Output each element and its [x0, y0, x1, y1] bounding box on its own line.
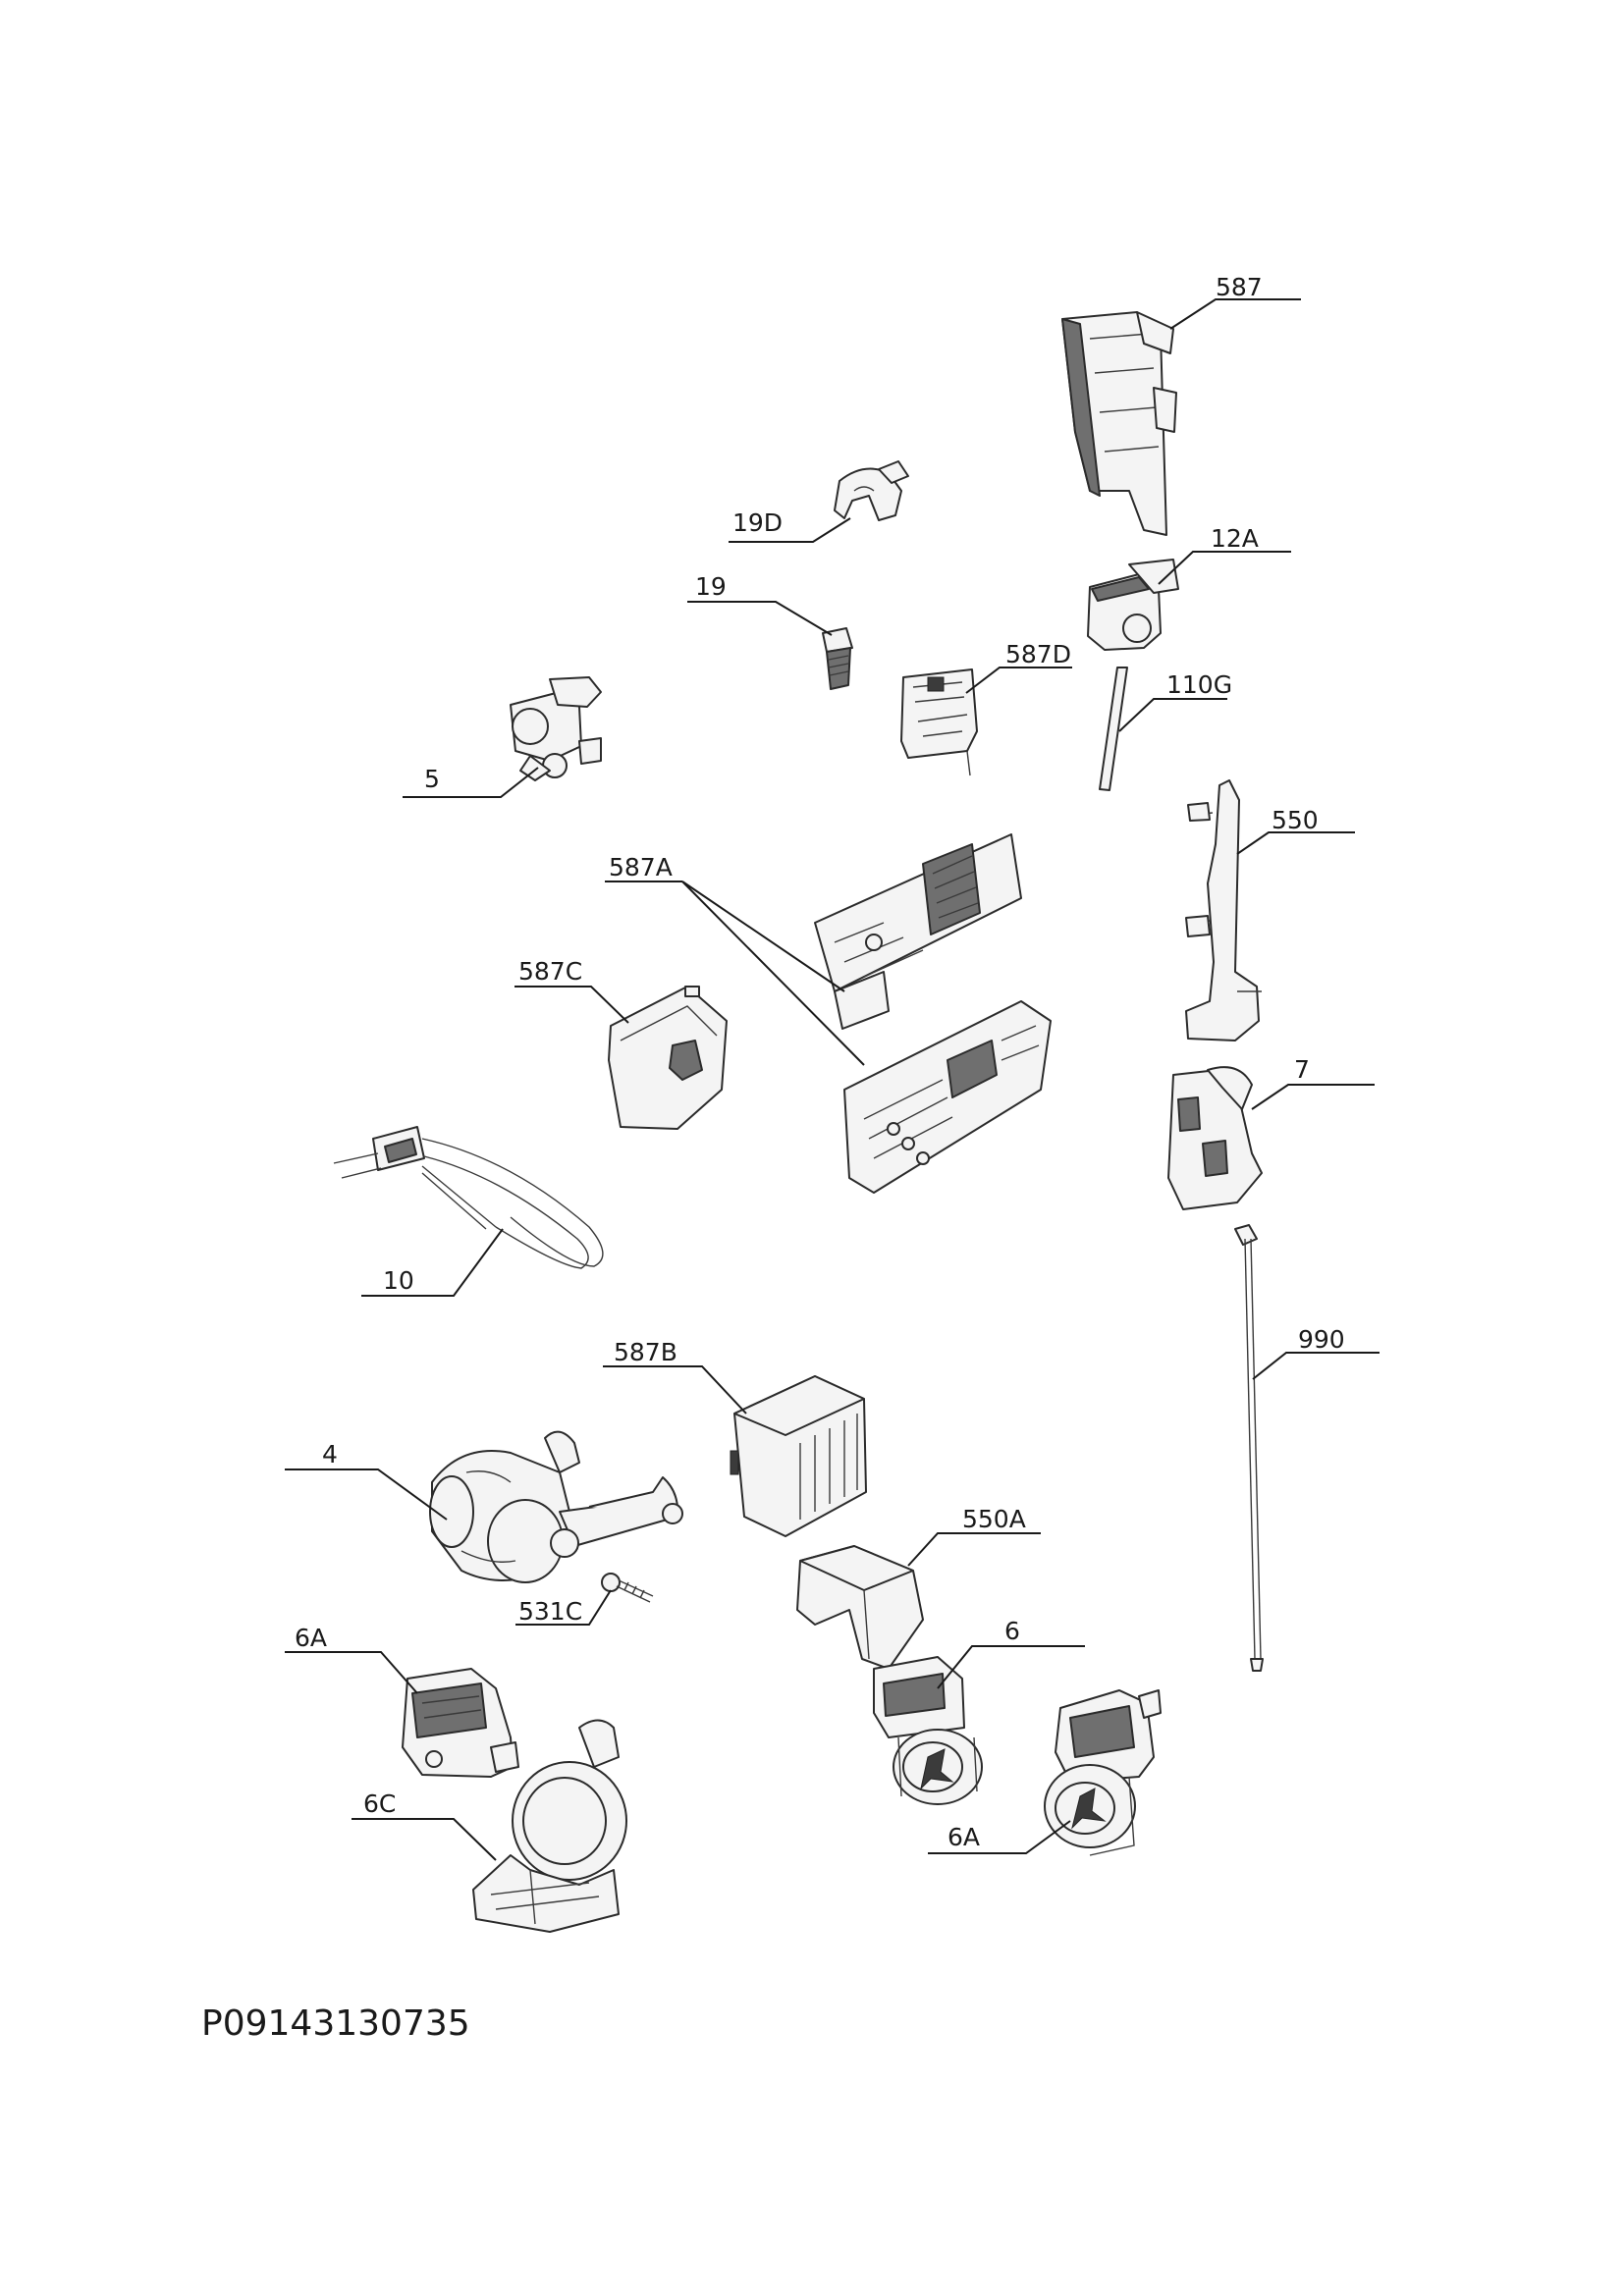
part-587-dispenser-housing	[1061, 311, 1177, 536]
leader-4	[285, 1468, 448, 1521]
part-6-drain-pump	[873, 1656, 983, 1805]
label-6C: 6C	[363, 1789, 396, 1818]
label-5: 5	[424, 765, 440, 793]
part-7-door-lock	[1167, 1066, 1263, 1210]
part-10-heating-element	[333, 1126, 604, 1269]
label-19D: 19D	[732, 508, 783, 537]
part-5-inlet-valve	[510, 676, 602, 781]
leader-587D	[965, 667, 1072, 694]
part-587A-display-panel	[843, 1000, 1052, 1194]
leader-550	[1236, 831, 1355, 855]
part-550A-cover	[796, 1545, 924, 1670]
label-587D: 587D	[1005, 640, 1071, 668]
part-6C-pump-housing	[472, 1719, 627, 1933]
part-6A-right-pump	[1044, 1689, 1162, 1856]
leader-587	[1169, 298, 1301, 330]
part-19-plug	[822, 627, 853, 690]
label-10: 10	[383, 1266, 414, 1295]
part-550-bracket	[1185, 779, 1262, 1041]
part-990-wire	[1234, 1224, 1264, 1672]
label-110G: 110G	[1166, 670, 1232, 699]
leader-7	[1251, 1084, 1375, 1110]
part-110G-rod	[1099, 667, 1128, 791]
leader-6A-left	[285, 1651, 418, 1694]
reference-code: P09143130735	[201, 2003, 470, 2044]
part-587D-pcb	[900, 668, 978, 776]
leader-550A	[907, 1532, 1041, 1567]
leader-5	[403, 767, 539, 798]
leader-19D	[729, 517, 851, 543]
leader-6A-right	[928, 1820, 1071, 1854]
leader-6C	[352, 1818, 497, 1861]
label-6A-left: 6A	[295, 1624, 327, 1652]
leader-12A	[1158, 551, 1291, 585]
label-587: 587	[1216, 273, 1263, 301]
label-550A: 550A	[962, 1505, 1026, 1533]
part-4-motor	[429, 1430, 683, 1583]
label-990: 990	[1298, 1325, 1345, 1354]
label-531C: 531C	[518, 1597, 582, 1626]
leader-587B	[603, 1365, 747, 1415]
part-587A-main-pcb	[814, 833, 1022, 1030]
part-19D-cap	[834, 460, 909, 521]
part-587C-module	[608, 986, 728, 1130]
label-4: 4	[322, 1440, 338, 1468]
leader-19	[687, 601, 833, 636]
leader-10	[361, 1228, 504, 1297]
label-6: 6	[1004, 1617, 1020, 1645]
label-550: 550	[1272, 806, 1319, 834]
label-6A-right: 6A	[947, 1823, 980, 1851]
label-587C: 587C	[518, 957, 582, 986]
label-587A: 587A	[609, 853, 673, 881]
leader-110G	[1118, 698, 1227, 732]
leader-531C	[515, 1589, 612, 1626]
label-7: 7	[1294, 1055, 1310, 1084]
leader-990	[1252, 1352, 1380, 1380]
leader-6	[937, 1645, 1085, 1689]
leader-587A-panel	[681, 881, 865, 1066]
leader-587A-pcb	[681, 881, 845, 992]
part-531C-screw	[601, 1573, 654, 1603]
part-587B-power-module	[730, 1375, 867, 1537]
part-12A-filter	[1087, 559, 1179, 651]
label-587B: 587B	[614, 1338, 677, 1366]
label-19: 19	[695, 572, 727, 601]
label-12A: 12A	[1211, 524, 1259, 553]
part-6A-left-pump-motor	[402, 1668, 519, 1778]
leader-587C	[514, 986, 629, 1024]
